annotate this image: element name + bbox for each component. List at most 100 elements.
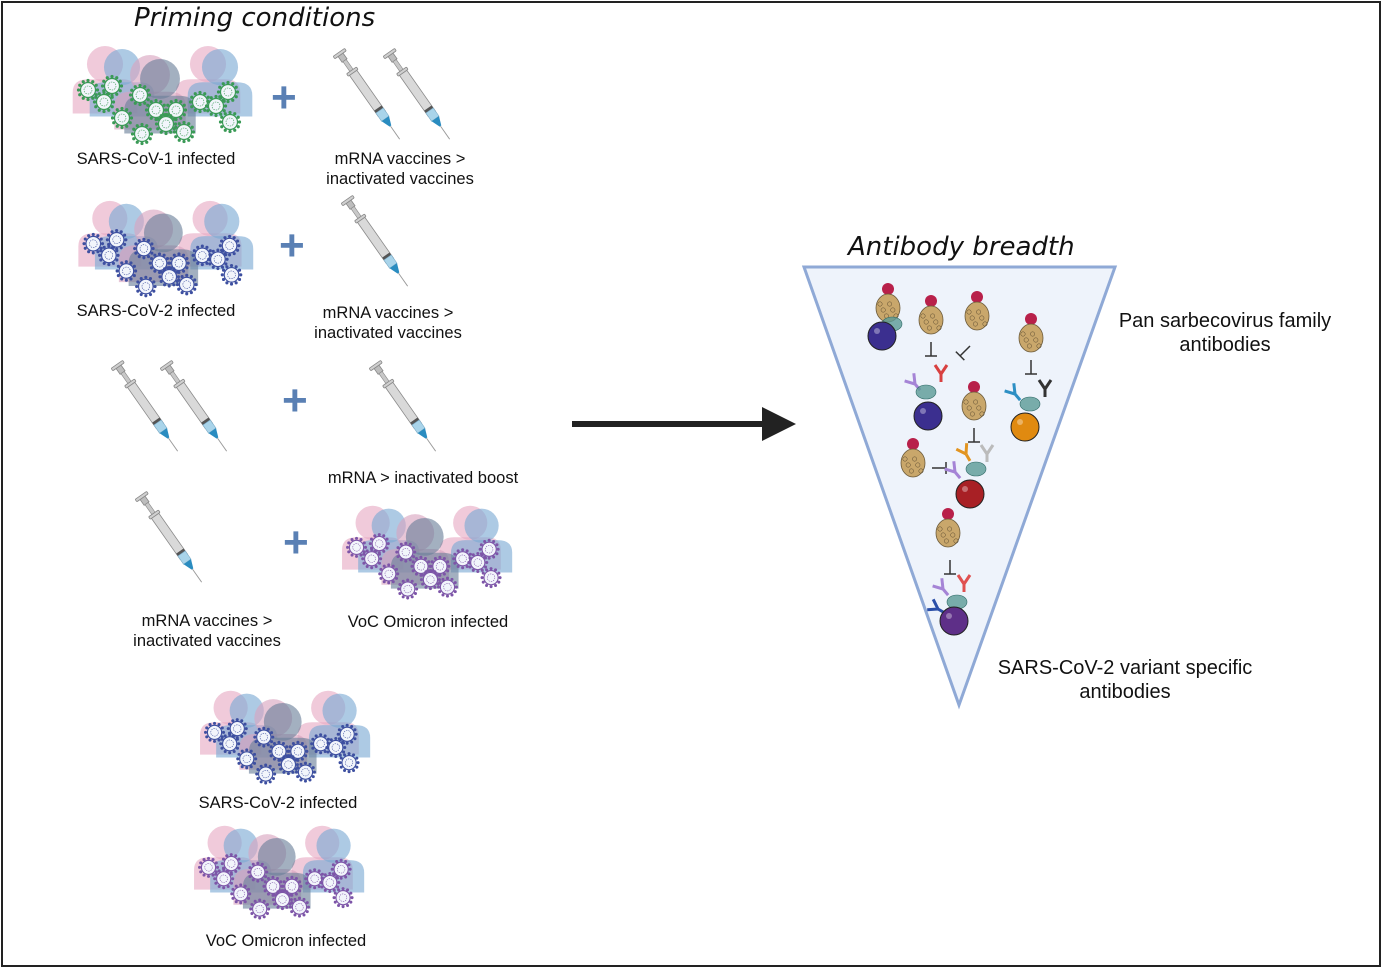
virus-particle-icon (204, 721, 226, 743)
sars-cov-2-infected-group-icon (188, 685, 371, 790)
pan-sarbecovirus-label-line2: antibodies (1179, 334, 1271, 356)
virus-particle-icon (135, 275, 157, 298)
syringe-icon (134, 490, 214, 593)
virus-particle-icon (338, 752, 360, 774)
virus-particle-icon (330, 858, 352, 880)
plus-icon: + (279, 221, 305, 270)
virus-particle-icon (230, 883, 252, 905)
virus-particle-icon (98, 244, 120, 267)
rbd-protein-icon (1019, 396, 1041, 412)
virus-particle-icon (361, 548, 383, 570)
row2-right-label-line1: mRNA vaccines > (322, 304, 454, 322)
row3-right-label: mRNA > inactivated boost (327, 469, 519, 487)
pan-sarbecovirus-label-line1: Pan sarbecovirus family (1118, 310, 1332, 332)
antibody-icon (979, 444, 995, 462)
virus-particle-icon (247, 861, 269, 883)
virus-particle-icon (249, 898, 271, 920)
row1-right-label-line1: mRNA vaccines > (334, 150, 466, 168)
antibody-breadth-triangle (800, 264, 1120, 710)
inhibition-icon (955, 345, 971, 361)
virus-particle-icon (395, 541, 417, 563)
syringe-icon (340, 194, 420, 297)
spike-protein-icon (964, 291, 990, 331)
virus-particle-icon (220, 264, 243, 286)
virus-particle-icon (319, 872, 341, 894)
virus-particle-icon (76, 78, 100, 102)
virus-particle-icon (226, 718, 248, 740)
syringe-icon (368, 359, 448, 462)
virus-particle-icon (164, 98, 188, 122)
virus-particle-icon (255, 763, 277, 785)
bottom-group1-label: SARS-CoV-2 infected (198, 794, 358, 812)
spike-protein-icon (900, 438, 926, 478)
row4-right-label: VoC Omicron infected (347, 613, 509, 631)
spike-protein-icon (961, 381, 987, 421)
virus-particle-icon (115, 260, 138, 282)
antibody-icon (956, 574, 972, 592)
bead-icon (955, 479, 985, 509)
right-arrow-icon (570, 405, 800, 445)
row2-left-label: SARS-CoV-2 infected (76, 302, 236, 320)
virus-particle-icon (198, 856, 220, 878)
sars-cov-1-infected-group-icon (60, 40, 253, 146)
virus-particle-icon (262, 875, 284, 897)
virus-particle-icon (478, 538, 500, 560)
virus-particle-icon (130, 122, 154, 146)
spike-protein-icon (935, 508, 961, 548)
antibody-icon (932, 578, 950, 597)
antibody-icon (1004, 383, 1022, 402)
inhibition-icon (944, 560, 956, 575)
virus-particle-icon (332, 887, 354, 909)
plus-icon: + (271, 73, 297, 122)
inhibition-icon (968, 428, 980, 443)
two-syringes-icon (330, 47, 456, 150)
virus-particle-icon (287, 740, 309, 762)
virus-particle-icon (172, 120, 196, 144)
spike-protein-icon (918, 295, 944, 335)
virus-particle-icon (168, 252, 190, 274)
virus-particle-icon (110, 106, 134, 130)
bead-icon (939, 606, 969, 636)
antibody-icon (955, 443, 972, 462)
variant-specific-label-line1: SARS-CoV-2 variant specific (997, 657, 1253, 679)
plus-icon: + (282, 376, 308, 425)
virus-particle-icon (144, 98, 168, 122)
row2-right-label-line2: inactivated vaccines (314, 324, 462, 342)
virus-particle-icon (236, 748, 258, 770)
omicron-infected-group-icon (330, 500, 513, 605)
virus-particle-icon (336, 723, 358, 745)
virus-particle-icon (82, 232, 105, 255)
antibody-icon (1037, 379, 1053, 397)
virus-particle-icon (294, 761, 316, 783)
bead-icon (913, 401, 943, 431)
virus-particle-icon (158, 265, 181, 288)
row1-right-label-line2: inactivated vaccines (326, 170, 474, 188)
virus-particle-icon (218, 234, 241, 257)
virus-particle-icon (277, 754, 299, 776)
spike-protein-icon (875, 283, 901, 323)
virus-particle-icon (467, 552, 489, 574)
two-syringes-icon (110, 359, 240, 462)
virus-particle-icon (436, 576, 458, 598)
virus-particle-icon (218, 110, 242, 134)
virus-particle-icon (128, 83, 152, 107)
virus-particle-icon (253, 726, 275, 748)
antibody-icon (933, 364, 949, 382)
virus-particle-icon (100, 74, 124, 98)
virus-particle-icon (175, 273, 198, 296)
virus-particle-icon (207, 248, 229, 271)
virus-particle-icon (219, 733, 241, 755)
rbd-protein-icon (965, 461, 987, 477)
row4-left-label-line1: mRNA vaccines > (141, 612, 273, 630)
variant-specific-label-line2: antibodies (1079, 681, 1171, 703)
virus-particle-icon (480, 567, 502, 589)
sars-cov-2-infected-group-icon (66, 195, 254, 300)
row4-left-label-line2: inactivated vaccines (133, 632, 281, 650)
antibody-breadth-title: Antibody breadth (848, 232, 1075, 262)
row1-left-label: SARS-CoV-1 infected (76, 150, 236, 168)
virus-particle-icon (419, 569, 441, 591)
bottom-group2-label: VoC Omicron infected (205, 932, 367, 950)
bead-icon (867, 321, 897, 351)
virus-particle-icon (288, 896, 310, 918)
antibody-icon (944, 461, 962, 480)
